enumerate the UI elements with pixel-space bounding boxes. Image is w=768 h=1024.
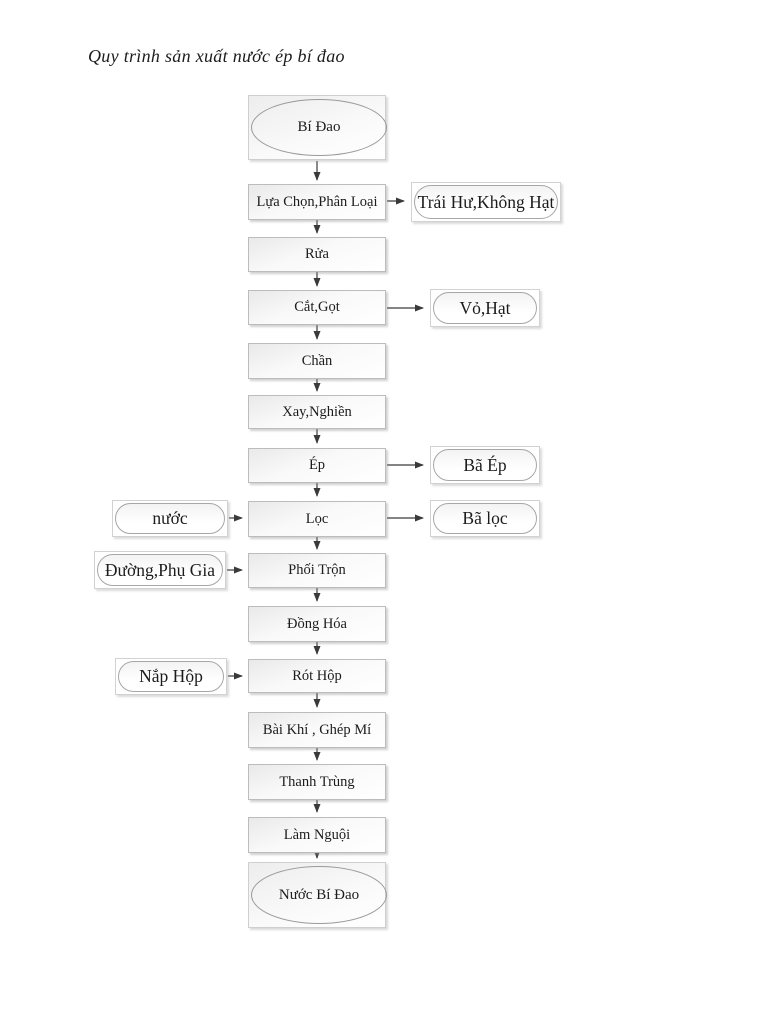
input-label: Đường,Phụ Gia xyxy=(104,559,216,580)
stadium-shape: Đường,Phụ Gia xyxy=(97,554,223,586)
step-label: Lọc xyxy=(305,510,329,527)
step-label: Xay,Nghiền xyxy=(282,403,352,420)
step-label: Rót Hộp xyxy=(292,667,342,684)
output-label: Bã Ép xyxy=(463,454,507,475)
output-label: Bã lọc xyxy=(462,508,508,528)
input-stadium-water: nước xyxy=(112,500,228,537)
end-label: Nước Bí Đao xyxy=(278,886,360,903)
step-label: Rửa xyxy=(305,246,329,262)
step-box-cool: Làm Nguội xyxy=(248,817,386,853)
step-label: Lựa Chọn,Phân Loại xyxy=(256,193,378,210)
step-box-wash: Rửa xyxy=(248,237,386,272)
start-label: Bí Đao xyxy=(297,119,341,135)
output-stadium-filter-residue: Bã lọc xyxy=(430,500,540,537)
step-box-cut-peel: Cắt,Gọt xyxy=(248,290,386,325)
input-label: Nắp Hộp xyxy=(139,666,203,686)
step-label: Chần xyxy=(301,352,333,369)
diagram-title: Quy trình sản xuất nước ép bí đao xyxy=(88,46,345,66)
step-label: Đồng Hóa xyxy=(286,615,347,632)
step-box-mix: Phối Trộn xyxy=(248,553,386,588)
output-label: Trái Hư,Không Hạt xyxy=(417,191,555,212)
output-label: Vỏ,Hạt xyxy=(459,297,511,318)
stadium-shape: Nắp Hộp xyxy=(118,661,224,692)
step-box-homogenize: Đồng Hóa xyxy=(248,606,386,642)
start-ellipse: Bí Đao xyxy=(251,99,387,156)
step-label: Cắt,Gọt xyxy=(294,299,340,315)
stadium-shape: Vỏ,Hạt xyxy=(433,292,537,324)
stadium-shape: nước xyxy=(115,503,225,534)
step-label: Ép xyxy=(308,457,326,473)
input-stadium-sugar-additives: Đường,Phụ Gia xyxy=(94,551,226,589)
output-stadium-press-pulp: Bã Ép xyxy=(430,446,540,484)
step-box-blanch: Chần xyxy=(248,343,386,379)
step-box-pasteurize: Thanh Trùng xyxy=(248,764,386,800)
step-box-grind: Xay,Nghiền xyxy=(248,395,386,429)
step-label: Làm Nguội xyxy=(283,826,351,843)
end-ellipse: Nước Bí Đao xyxy=(251,866,387,924)
start-terminator: Bí Đao xyxy=(248,95,387,160)
step-box-filter: Lọc xyxy=(248,501,386,537)
step-label: Phối Trộn xyxy=(288,562,346,578)
stadium-shape: Trái Hư,Không Hạt xyxy=(414,185,558,219)
step-box-fill: Rót Hộp xyxy=(248,659,386,693)
output-stadium-rejects: Trái Hư,Không Hạt xyxy=(411,182,561,222)
step-label: Thanh Trùng xyxy=(279,773,355,790)
step-label: Bài Khí , Ghép Mí xyxy=(262,721,372,738)
output-stadium-peel-seeds: Vỏ,Hạt xyxy=(430,289,540,327)
step-box-deaerate-seam: Bài Khí , Ghép Mí xyxy=(248,712,386,748)
stadium-shape: Bã lọc xyxy=(433,503,537,534)
input-stadium-lid: Nắp Hộp xyxy=(115,658,227,695)
end-terminator: Nước Bí Đao xyxy=(248,862,387,928)
step-box-press: Ép xyxy=(248,448,386,483)
step-box-selection: Lựa Chọn,Phân Loại xyxy=(248,184,386,220)
input-label: nước xyxy=(152,508,188,528)
stadium-shape: Bã Ép xyxy=(433,449,537,481)
